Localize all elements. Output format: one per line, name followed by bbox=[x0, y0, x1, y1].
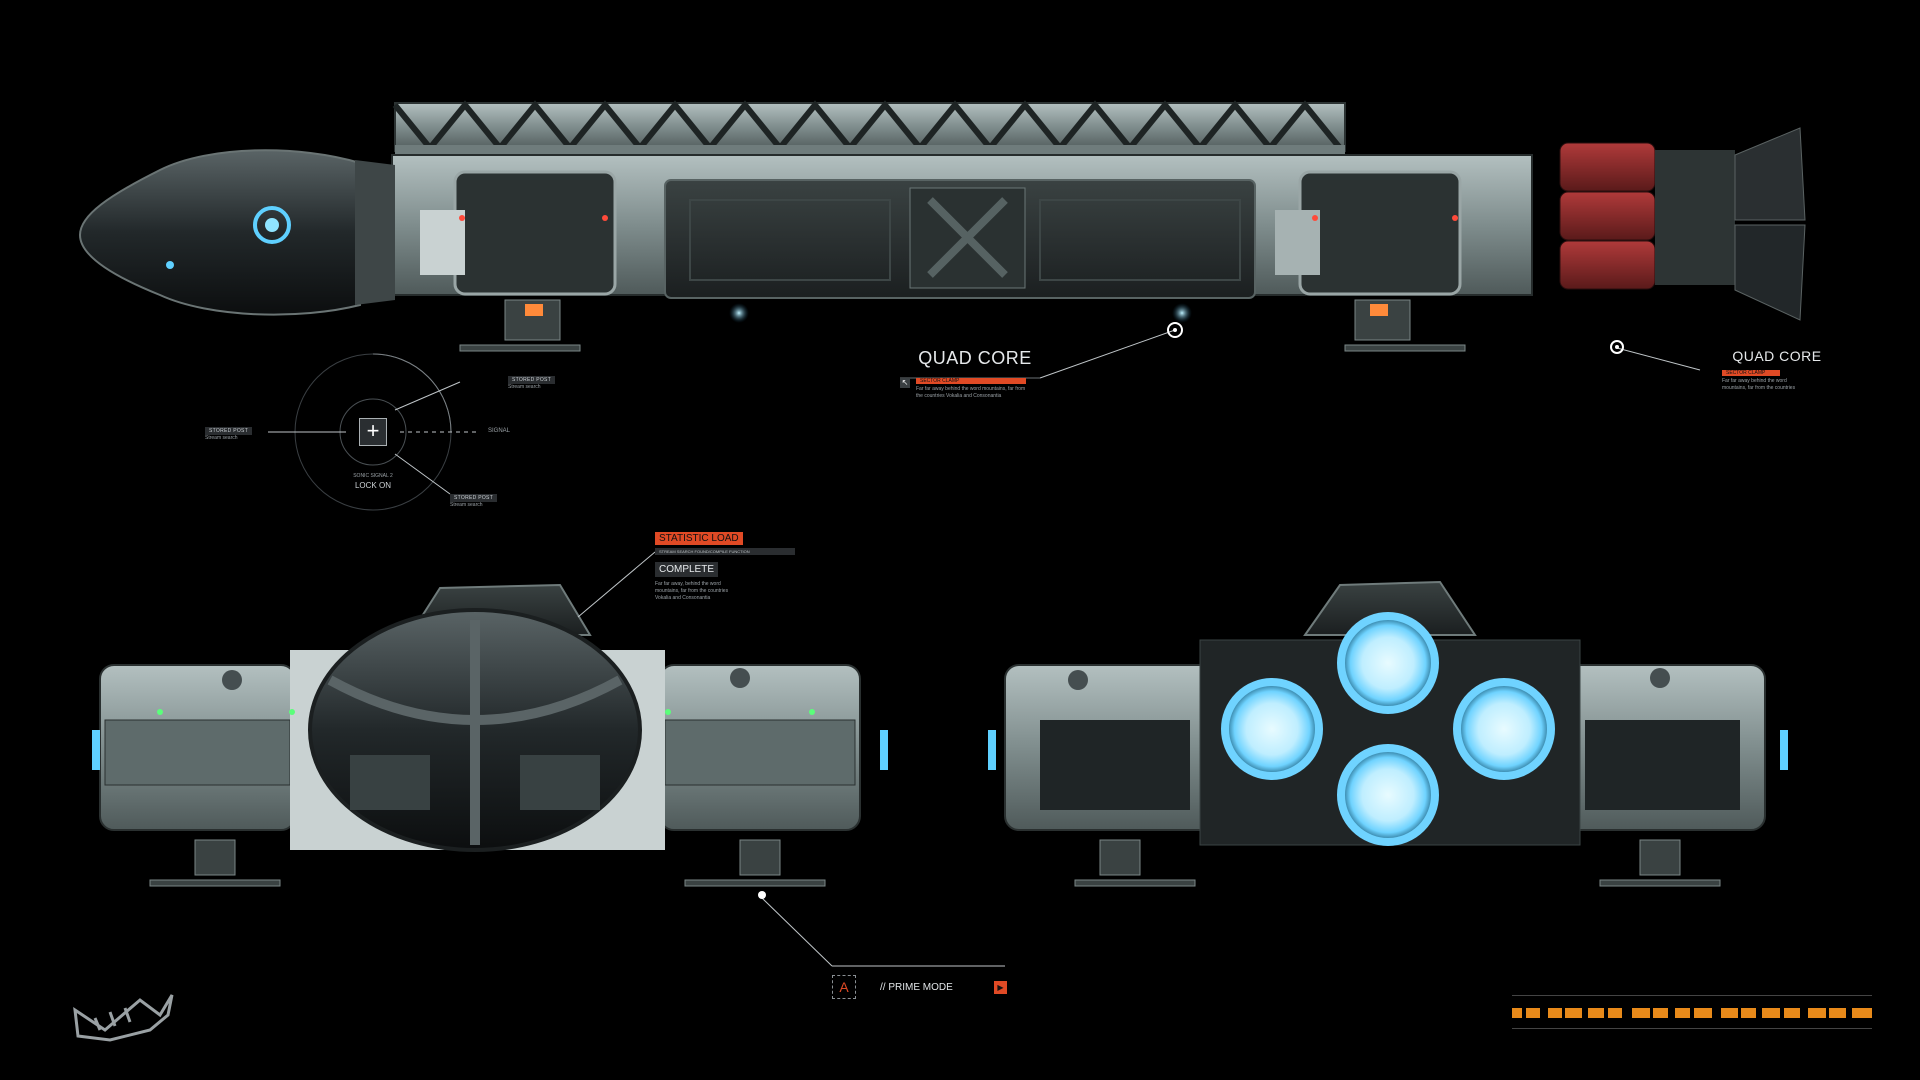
stored-post-left: STORED POST Stream search bbox=[205, 427, 253, 442]
quad-core-side-badge: SECTOR CLAMP bbox=[1722, 370, 1780, 376]
quad-core-main-desc: Far far away behind the word mountains, … bbox=[916, 386, 1026, 399]
quad-core-side-title: QUAD CORE bbox=[1732, 348, 1822, 364]
hud-lines bbox=[268, 329, 1701, 967]
statistic-title: STATISTIC LOAD bbox=[655, 532, 743, 545]
stored-post-bottom: STORED POST Stream search bbox=[450, 494, 498, 509]
signal-label: SIGNAL bbox=[488, 428, 511, 434]
stored-post-bottom-sub: Stream search bbox=[450, 502, 483, 508]
statistic-sub: STREAM SEARCH FOUND/COMPILE FUNCTION bbox=[655, 548, 795, 555]
prime-mode-bar[interactable]: A // PRIME MODE ▶ bbox=[832, 975, 1007, 999]
lock-on-label: LOCK ON bbox=[354, 481, 391, 490]
quad-core-side-panel: QUAD CORE SECTOR CLAMP Far far away behi… bbox=[1722, 348, 1832, 392]
ship-front-view bbox=[92, 583, 888, 887]
stored-post-left-tag: STORED POST bbox=[205, 427, 253, 435]
quad-core-main-panel: QUAD CORE ↖ SECTOR CLAMP Far far away be… bbox=[900, 348, 1050, 400]
arrow-icon[interactable]: ↖ bbox=[900, 378, 910, 388]
quad-core-main-title: QUAD CORE bbox=[918, 348, 1032, 368]
statistic-desc: Far far away, behind the word mountains,… bbox=[655, 581, 729, 601]
ship-rear-view bbox=[988, 580, 1788, 887]
prime-mode-label: // PRIME MODE bbox=[880, 981, 953, 993]
prime-mode-letter: A bbox=[832, 975, 856, 999]
thruster-glows bbox=[1221, 612, 1555, 846]
stored-post-top-tag: STORED POST bbox=[508, 376, 556, 384]
stored-post-left-sub: Stream search bbox=[205, 435, 238, 441]
play-icon[interactable]: ▶ bbox=[994, 980, 1007, 994]
hud-markers bbox=[758, 322, 1624, 899]
stored-post-bottom-tag: STORED POST bbox=[450, 494, 498, 502]
logo-fish-icon bbox=[73, 994, 174, 1042]
lock-on-sub: SONIC SIGNAL 2 bbox=[353, 473, 393, 479]
crosshair-icon[interactable]: + bbox=[359, 418, 387, 446]
quad-core-side-desc: Far far away behind the word mountains, … bbox=[1722, 378, 1796, 391]
stored-post-top-sub: Stream search bbox=[508, 384, 541, 390]
barcode-strip bbox=[1512, 995, 1872, 1029]
statistic-panel: STATISTIC LOAD STREAM SEARCH FOUND/COMPI… bbox=[655, 528, 795, 602]
ship-side-view bbox=[78, 100, 1806, 352]
statistic-status: COMPLETE bbox=[655, 562, 719, 577]
stored-post-top: STORED POST Stream search bbox=[508, 376, 556, 391]
quad-core-main-badge: SECTOR CLAMP bbox=[916, 378, 1026, 384]
